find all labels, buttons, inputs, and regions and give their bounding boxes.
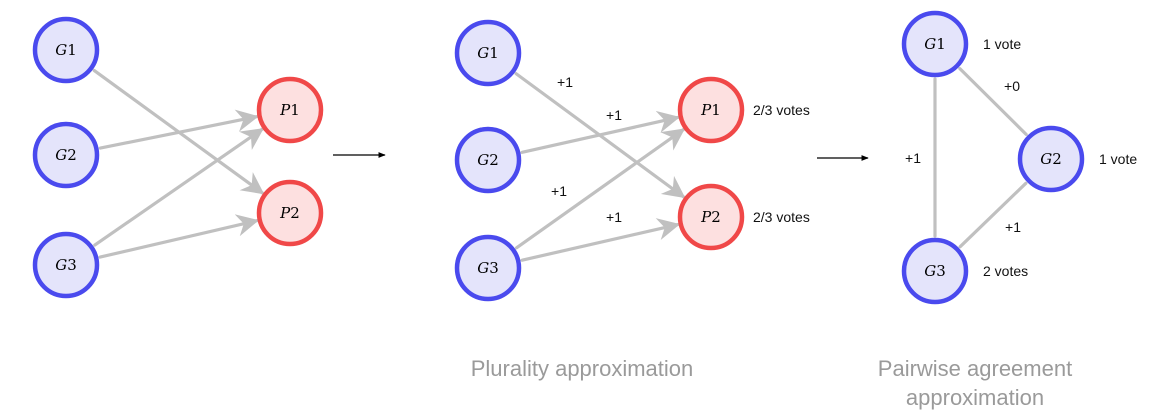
node-p2: P2: [256, 179, 324, 247]
node-circle-g3: [454, 234, 522, 302]
node-label-p2: P2: [700, 208, 721, 226]
node-label-g2: G2: [477, 151, 499, 169]
node-circle-g2: [454, 126, 522, 194]
node-circle-g2: [32, 121, 100, 189]
node-circle-p1: [256, 76, 324, 144]
node-label-g3: G3: [477, 259, 499, 277]
node-label-g1: G1: [477, 44, 499, 62]
node-label-g1: G1: [55, 41, 77, 59]
node-g1: G1: [32, 16, 100, 84]
node-g2: G2: [1017, 125, 1085, 193]
edge-g1-g2: [958, 67, 1028, 136]
node-g1: G1: [901, 10, 969, 78]
node-g1: G1: [454, 19, 522, 87]
edge-g2-p1: [98, 109, 259, 150]
vote-count-g3: 2 votes: [983, 263, 1028, 279]
edge-label-g2-g3: +1: [1005, 219, 1021, 235]
node-circle-p2: [256, 179, 324, 247]
caption-plurality: Plurality approximation: [471, 356, 694, 381]
edge-label-g1-g3: +1: [905, 150, 921, 166]
edge-label-g3-p1: +1: [551, 183, 567, 199]
node-circle-g1: [32, 16, 100, 84]
node-label-g3: G3: [55, 256, 77, 274]
edge-label-g1-g2: +0: [1004, 78, 1020, 94]
node-circle-g3: [901, 237, 969, 305]
node-g3: G3: [901, 237, 969, 305]
node-g2: G2: [454, 126, 522, 194]
caption-pairwise-line1: Pairwise agreement: [878, 356, 1072, 381]
node-label-p1: P1: [279, 101, 300, 119]
node-circle-p2: [677, 183, 745, 251]
node-g3: G3: [32, 231, 100, 299]
node-label-p1: P1: [700, 101, 721, 119]
edge-g3-p2: [520, 218, 681, 262]
node-g2: G2: [32, 121, 100, 189]
node-circle-g3: [32, 231, 100, 299]
node-p2: P2: [677, 183, 745, 251]
node-circle-p1: [677, 76, 745, 144]
node-p1: P1: [677, 76, 745, 144]
edge-label-g1-p2: +1: [557, 74, 573, 90]
edge-label-g2-p1: +1: [606, 107, 622, 123]
vote-count-g2: 1 vote: [1099, 151, 1137, 167]
edge-g3-p2: [98, 214, 260, 259]
edge-label-g3-p2: +1: [606, 209, 622, 225]
vote-count-g1: 1 vote: [983, 36, 1021, 52]
node-circle-g1: [454, 19, 522, 87]
node-circle-g2: [1017, 125, 1085, 193]
node-label-g1: G1: [924, 35, 946, 53]
edge-g3-p1: [93, 127, 264, 247]
node-label-g2: G2: [55, 146, 77, 164]
edge-g2-p1: [520, 110, 681, 154]
node-label-p2: P2: [279, 204, 300, 222]
node-label-g3: G3: [924, 262, 946, 280]
node-g3: G3: [454, 234, 522, 302]
node-p1: P1: [256, 76, 324, 144]
node-label-g2: G2: [1040, 150, 1062, 168]
caption-pairwise-line2: approximation: [906, 385, 1044, 410]
edge-g2-g3: [958, 181, 1028, 249]
vote-count-p1: 2/3 votes: [753, 102, 810, 118]
node-circle-g1: [901, 10, 969, 78]
vote-count-p2: 2/3 votes: [753, 209, 810, 225]
edge-g3-p1: [514, 128, 686, 250]
